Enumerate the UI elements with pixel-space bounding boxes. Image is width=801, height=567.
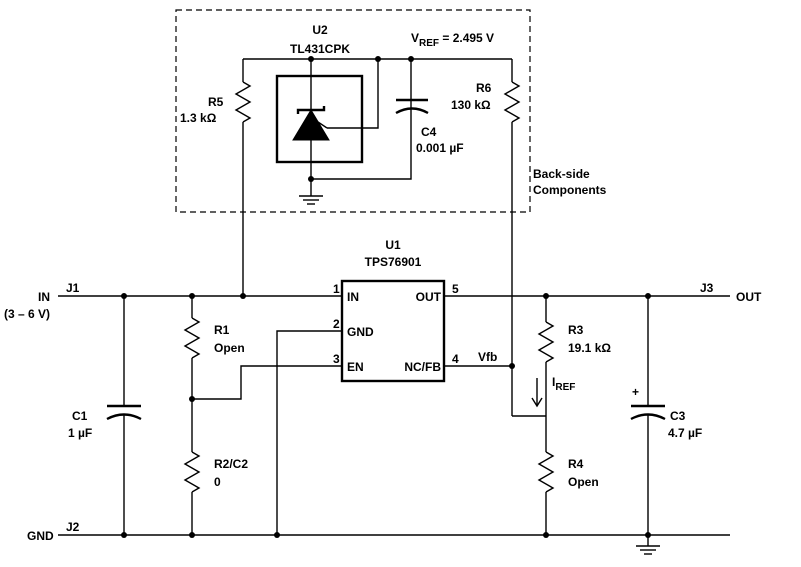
u2-part: TL431CPK — [290, 42, 350, 56]
u1-pin-out-name: OUT — [416, 290, 442, 304]
r1-body — [183, 317, 201, 359]
r3-body — [537, 321, 555, 363]
junction-dot — [645, 532, 651, 538]
u1-pin-in-name: IN — [347, 290, 359, 304]
junction-dot — [408, 56, 414, 62]
u1-ref: U1 — [385, 238, 401, 252]
c3-polarity: + — [632, 385, 639, 399]
c3-plate-bottom — [630, 413, 666, 421]
r6-value: 130 kΩ — [451, 98, 491, 112]
r6-ref: R6 — [476, 81, 492, 95]
junction-dot — [189, 532, 195, 538]
u1-pin-in-num: 1 — [333, 282, 340, 296]
vref-value: = 2.495 V — [439, 31, 494, 45]
junction-dot — [121, 293, 127, 299]
j1-label: J1 — [66, 281, 80, 295]
r1-value: Open — [214, 341, 245, 355]
r1-ref: R1 — [214, 323, 230, 337]
junction-dot — [543, 293, 549, 299]
r5-ref: R5 — [208, 95, 224, 109]
u1-pin-out-num: 5 — [452, 282, 459, 296]
iref-label: IREF — [552, 375, 575, 393]
in-label: IN — [38, 290, 50, 304]
iref-arrow-head — [531, 397, 543, 408]
junction-dot — [509, 363, 515, 369]
junction-dot — [375, 56, 381, 62]
u1-pin-fb-name: NC/FB — [404, 360, 441, 374]
u1-pin-gnd-name: GND — [347, 325, 374, 339]
c4-value: 0.001 µF — [416, 141, 464, 155]
c1-ref: C1 — [72, 409, 88, 423]
u1-pin-en-num: 3 — [333, 352, 340, 366]
junction-dot — [308, 56, 314, 62]
backside-boundary — [175, 9, 531, 213]
junction-dot — [274, 532, 280, 538]
backside-label-line1: Back-side — [533, 167, 590, 181]
r4-value: Open — [568, 475, 599, 489]
j2-label: J2 — [66, 520, 80, 534]
iref-prefix: I — [552, 375, 555, 389]
r4-body — [537, 451, 555, 493]
r6-body — [503, 81, 521, 123]
vref-sub: REF — [419, 38, 439, 49]
u1-pin-en-name: EN — [347, 360, 364, 374]
vfb-label: Vfb — [478, 350, 497, 364]
u2-ref-wire — [327, 59, 379, 129]
c3-ref: C3 — [670, 409, 686, 423]
out-label: OUT — [736, 290, 762, 304]
r5-body — [234, 81, 252, 123]
junction-dot — [240, 293, 246, 299]
junction-dot — [189, 293, 195, 299]
u2-body — [275, 74, 364, 164]
junction-dot — [121, 532, 127, 538]
vref-label: VREF = 2.495 V — [411, 31, 494, 49]
u1-en-wire — [192, 365, 342, 400]
c1-value: 1 µF — [68, 426, 92, 440]
c4-ref: C4 — [421, 125, 437, 139]
c1-plate-bottom — [106, 413, 142, 421]
junction-dot — [543, 532, 549, 538]
u2-cathode-bar — [296, 106, 326, 114]
r3-ref: R3 — [568, 323, 584, 337]
j3-label: J3 — [700, 281, 714, 295]
u2-ref: U2 — [312, 23, 328, 37]
r3-value: 19.1 kΩ — [568, 341, 611, 355]
junction-dot — [645, 293, 651, 299]
r5-value: 1.3 kΩ — [180, 111, 217, 125]
r4-ref: R4 — [568, 457, 584, 471]
junction-dot — [308, 176, 314, 182]
r2-body — [183, 451, 201, 493]
iref-sub: REF — [555, 382, 575, 393]
junction-dot — [189, 396, 195, 402]
vref-prefix: V — [411, 31, 419, 45]
c3-value: 4.7 µF — [668, 426, 702, 440]
backside-label-line2: Components — [533, 183, 607, 197]
u2-ref-diag — [317, 121, 328, 129]
u1-part: TPS76901 — [365, 255, 422, 269]
c4-plate-bottom — [395, 107, 429, 115]
gnd-label: GND — [27, 529, 54, 543]
r2-ref: R2/C2 — [214, 457, 248, 471]
in-range-label: (3 – 6 V) — [4, 307, 50, 321]
u1-pin-gnd-num: 2 — [333, 317, 340, 331]
u1-gnd-wire — [276, 330, 342, 535]
r2-value: 0 — [214, 475, 221, 489]
u1-pin-fb-num: 4 — [452, 352, 459, 366]
